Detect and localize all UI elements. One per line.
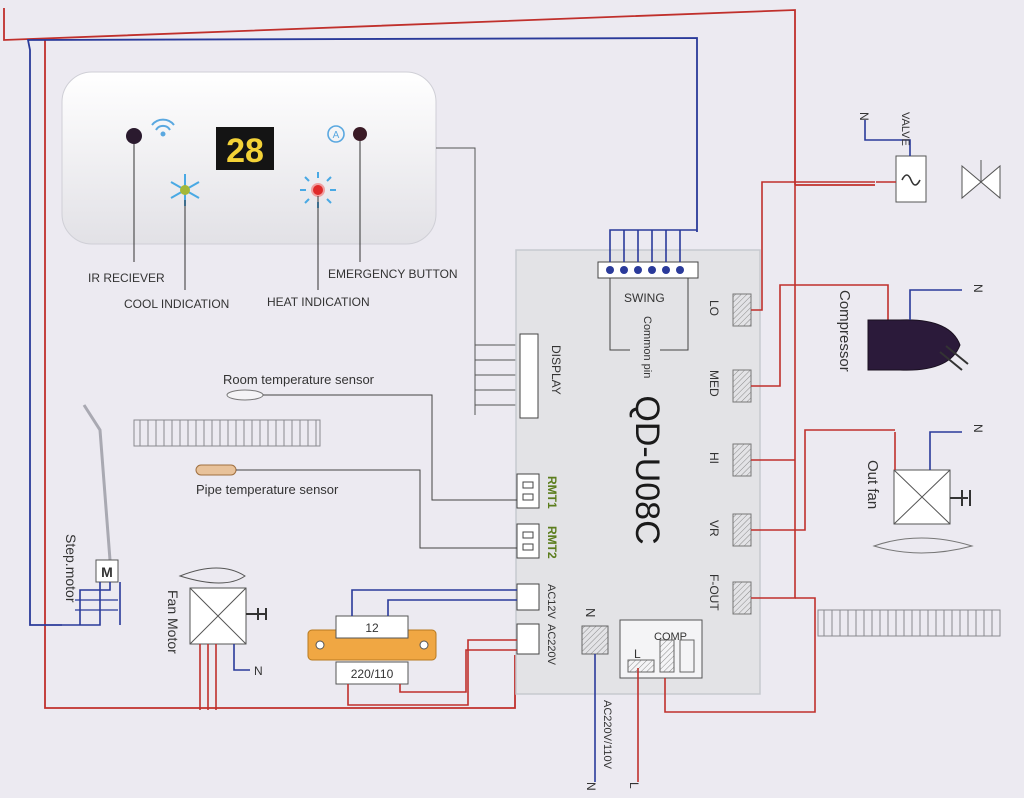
swing-wires (609, 229, 697, 262)
compressor (867, 289, 969, 371)
led-display (216, 127, 274, 170)
cool-indication-label: COOL INDICATION (124, 297, 229, 311)
rmt2-connector (516, 523, 540, 559)
vr-terminal (732, 513, 752, 547)
step-motor-symbol: M (101, 564, 113, 580)
vr-label: VR (707, 520, 721, 537)
heat-indication-label: HEAT INDICATION (267, 295, 370, 309)
compressor-label: Compressor (836, 290, 853, 372)
relay-output-wires (664, 181, 895, 713)
hi-terminal (732, 443, 752, 477)
ir-receiver-led (126, 128, 142, 144)
ac12v-label: AC12V (545, 584, 557, 620)
out-fan-n-label: N (971, 424, 985, 433)
power-n-label: N (584, 782, 598, 791)
controller-board: QD-U08C SWING Common pin DISPLAY RMT1 RM… (515, 249, 761, 695)
compressor-n-label: N (971, 284, 985, 293)
rmt1-connector (516, 473, 540, 509)
valve-label: VALVE (899, 112, 911, 146)
f-out-label: F-OUT (707, 574, 721, 611)
swing-pins (606, 266, 684, 274)
display-label: DISPLAY (549, 345, 563, 395)
lo-terminal (732, 293, 752, 327)
common-pin-label: Common pin (641, 316, 653, 378)
fan-motor-label: Fan Motor (165, 590, 181, 654)
ac12v-connector (516, 583, 540, 611)
l-terminal-label: L (634, 647, 641, 661)
n-terminal-label: N (583, 608, 598, 617)
med-label: MED (707, 370, 721, 397)
outer-wires (3, 8, 875, 709)
fan-motor-n-label: N (254, 664, 263, 678)
out-fan (872, 431, 974, 554)
ir-receiver-label: IR RECIEVER (88, 271, 165, 285)
step-motor-label: Step.motor (63, 534, 79, 603)
rmt2-label: RMT2 (545, 526, 559, 559)
transformer-secondary-label: 12 (365, 621, 379, 635)
controller-model: QD-U08C (628, 395, 666, 544)
med-terminal (732, 369, 752, 403)
pipe-sensor-label: Pipe temperature sensor (196, 482, 339, 497)
room-sensor-label: Room temperature sensor (223, 372, 375, 387)
evaporator-coil (133, 419, 321, 447)
auto-mode-icon: A (327, 125, 345, 143)
wifi-icon (151, 118, 175, 137)
n-terminal (581, 625, 609, 655)
valve-n-label: N (857, 112, 871, 121)
pipe-temperature-sensor (195, 464, 517, 549)
room-temperature-sensor (226, 389, 517, 501)
f-out-terminal (732, 581, 752, 615)
ac220v-connector (516, 623, 540, 655)
step-motor: M (62, 404, 121, 626)
power-supply-label: AC220V/110V (601, 700, 613, 770)
out-fan-label: Out fan (864, 460, 881, 509)
power-supply-wires (594, 654, 639, 782)
display-panel: A 28 (61, 71, 437, 245)
temperature-readout: 28 (226, 132, 264, 170)
swing-label: SWING (624, 291, 665, 305)
hi-label: HI (707, 452, 721, 464)
display-connector (519, 333, 539, 419)
transformer-primary-label: 220/110 (351, 667, 394, 681)
panel-leader-lines (133, 141, 361, 290)
emergency-button[interactable] (353, 127, 367, 141)
condenser-coil (817, 609, 1001, 637)
transformer (307, 589, 517, 706)
display-cable (436, 147, 520, 415)
auto-mode-letter: A (333, 130, 340, 141)
rmt1-label: RMT1 (545, 476, 559, 509)
emergency-button-label: EMERGENCY BUTTON (328, 267, 458, 281)
ac220v-label: AC220V (545, 624, 557, 666)
lo-label: LO (707, 300, 721, 316)
fan-motor (178, 567, 267, 710)
valve (864, 120, 1001, 203)
power-l-label: L (627, 782, 641, 789)
